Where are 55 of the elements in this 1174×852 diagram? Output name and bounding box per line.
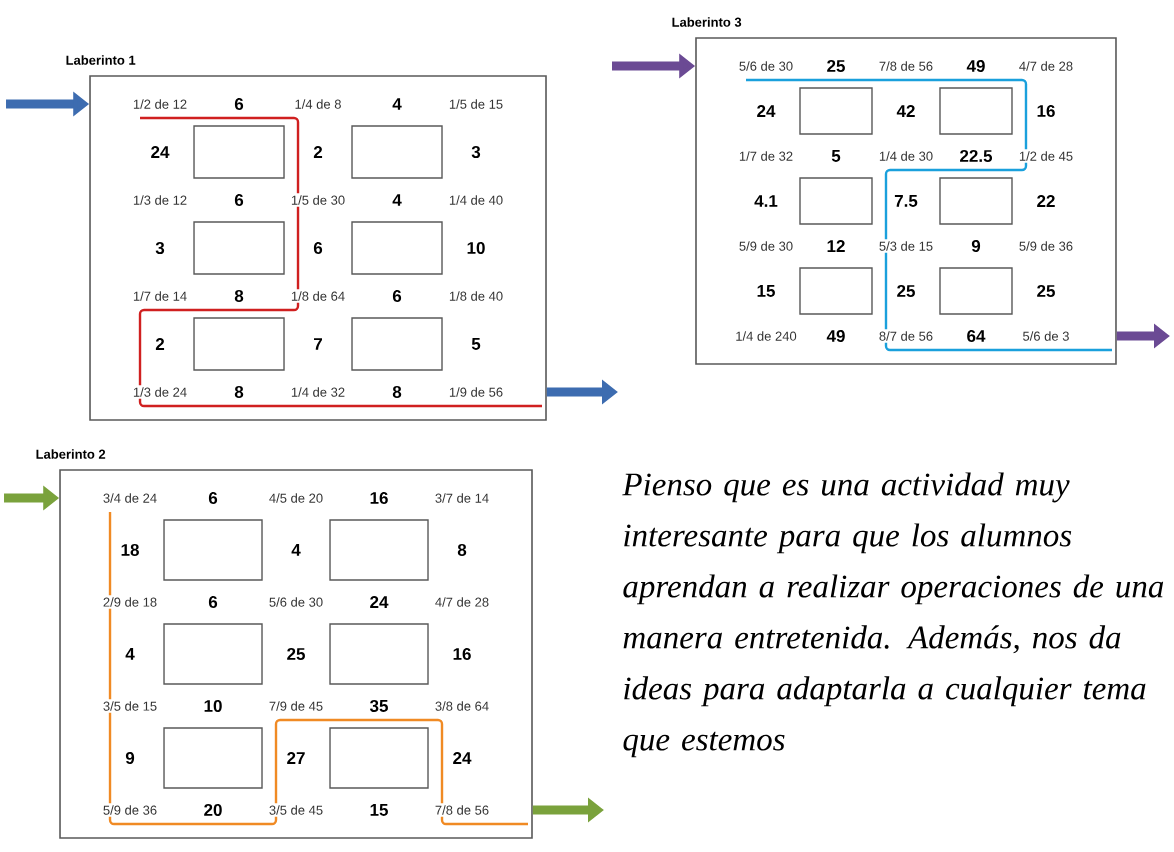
number-label: 24 [757, 105, 776, 117]
number-label: 6 [392, 290, 402, 302]
number-label: 4 [291, 544, 301, 556]
number-label: 16 [1037, 105, 1055, 117]
number-label: 16 [370, 491, 388, 504]
number-label: 3 [471, 145, 481, 158]
number-label: 25 [1037, 285, 1055, 297]
number-label: 25 [897, 285, 915, 297]
number-label: 6 [234, 98, 244, 110]
number-label: 6 [234, 194, 244, 206]
number-label: 25 [827, 60, 845, 72]
number-label: 64 [967, 330, 986, 342]
number-label: 7.5 [894, 195, 918, 207]
number-label: 4.1 [754, 195, 778, 207]
number-label: 10 [467, 242, 485, 254]
number-label: 35 [369, 699, 388, 712]
number-label: 24 [453, 752, 472, 764]
number-label: 24 [370, 596, 389, 608]
number-label: 12 [827, 240, 845, 252]
number-label: 6 [313, 242, 323, 254]
maze-frame [672, 17, 1117, 365]
number-label: 5 [471, 338, 481, 350]
number-label: 42 [896, 105, 915, 117]
number-label: 10 [204, 699, 222, 712]
number-label: 22 [1037, 195, 1055, 207]
number-label: 49 [826, 330, 845, 342]
number-label: 8 [234, 290, 244, 302]
maze-frame [36, 449, 533, 839]
number-label: 2 [155, 338, 165, 350]
number-label: 15 [370, 804, 388, 816]
number-label: 18 [121, 543, 139, 556]
number-label: 9 [971, 240, 981, 252]
number-label: 6 [208, 491, 218, 504]
number-label: 16 [453, 647, 471, 660]
number-label: 8 [234, 386, 244, 398]
maze-frame [66, 55, 547, 421]
number-label: 5 [831, 150, 841, 162]
number-label: 27 [287, 752, 305, 764]
number-label: 4 [392, 98, 402, 110]
number-label: 8 [457, 543, 467, 556]
number-label: 22.5 [960, 150, 993, 162]
number-label: 4 [125, 648, 135, 660]
number-label: 4 [392, 194, 402, 206]
number-label: 3 [155, 241, 165, 254]
number-label: 7 [314, 338, 322, 350]
paragraph-text: Pienso que es una actividad muy interesante para que los alumnos aprendan a realizar operaciones de una manera entretenida. Además, nos da ideas para adaptarla a cualquier tema que estemos [622, 472, 1164, 758]
number-label: 9 [125, 751, 135, 764]
number-label: 25 [287, 647, 305, 660]
number-label: 2 [313, 146, 323, 158]
number-label: 20 [204, 803, 222, 816]
number-label: 8 [392, 386, 402, 398]
number-label: 24 [151, 146, 170, 158]
number-label: 49 [966, 60, 985, 72]
number-label: 15 [757, 285, 775, 297]
number-label: 6 [208, 595, 218, 608]
